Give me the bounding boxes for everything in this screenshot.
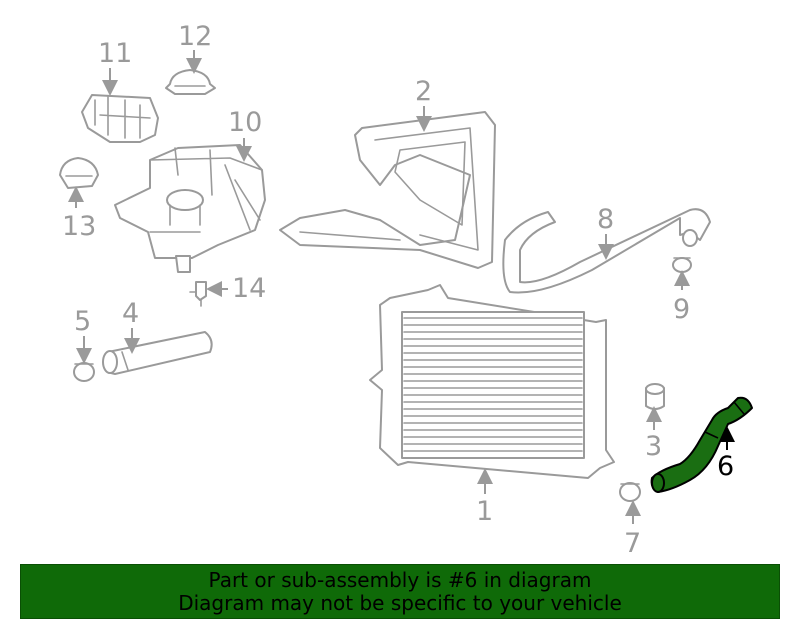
part-1-radiator bbox=[369, 284, 615, 479]
callout-3: 3 bbox=[645, 406, 662, 462]
callout-2-label: 2 bbox=[415, 76, 432, 107]
part-7-clamp bbox=[619, 482, 641, 502]
callout-11-label: 11 bbox=[98, 38, 132, 69]
part-14-clip bbox=[189, 281, 207, 307]
callout-2: 2 bbox=[415, 76, 432, 132]
part-5-clamp bbox=[73, 362, 95, 382]
part-2-support-bracket bbox=[279, 111, 496, 269]
part-12-cap bbox=[165, 69, 216, 95]
callout-7-label: 7 bbox=[624, 528, 641, 559]
part-9-clamp bbox=[672, 257, 692, 273]
part-13-cap bbox=[59, 157, 99, 189]
callout-6: 6 bbox=[717, 426, 735, 482]
callout-5: 5 bbox=[74, 306, 92, 364]
banner-line-2: Diagram may not be specific to your vehi… bbox=[178, 590, 622, 615]
callout-10: 10 bbox=[228, 107, 262, 162]
callout-4: 4 bbox=[122, 298, 140, 354]
callout-9-label: 9 bbox=[673, 294, 690, 325]
part-6-radiator-hose bbox=[650, 396, 753, 493]
callout-5-label: 5 bbox=[74, 306, 91, 337]
callout-1: 1 bbox=[476, 468, 493, 527]
callout-12: 12 bbox=[178, 21, 212, 74]
callout-13: 13 bbox=[62, 186, 96, 242]
callout-3-label: 3 bbox=[645, 431, 662, 462]
part-10-expansion-tank bbox=[114, 144, 266, 273]
callout-1-label: 1 bbox=[476, 496, 493, 527]
part-4-hose bbox=[102, 331, 213, 375]
callout-11: 11 bbox=[98, 38, 132, 96]
callout-14: 14 bbox=[206, 273, 266, 304]
callout-8-label: 8 bbox=[597, 204, 614, 235]
callout-9: 9 bbox=[673, 270, 690, 325]
callout-7: 7 bbox=[624, 500, 641, 559]
callout-4-label: 4 bbox=[122, 298, 139, 329]
callout-8: 8 bbox=[597, 204, 614, 260]
callout-12-label: 12 bbox=[178, 21, 212, 52]
info-banner: Part or sub-assembly is #6 in diagram Di… bbox=[20, 564, 780, 619]
banner-line-1: Part or sub-assembly is #6 in diagram bbox=[208, 567, 592, 592]
callout-10-label: 10 bbox=[228, 107, 262, 138]
part-3-bushing bbox=[645, 383, 665, 410]
part-11-bracket bbox=[81, 94, 159, 143]
callout-14-label: 14 bbox=[232, 273, 266, 304]
callout-6-label: 6 bbox=[717, 451, 734, 482]
callout-13-label: 13 bbox=[62, 211, 96, 242]
